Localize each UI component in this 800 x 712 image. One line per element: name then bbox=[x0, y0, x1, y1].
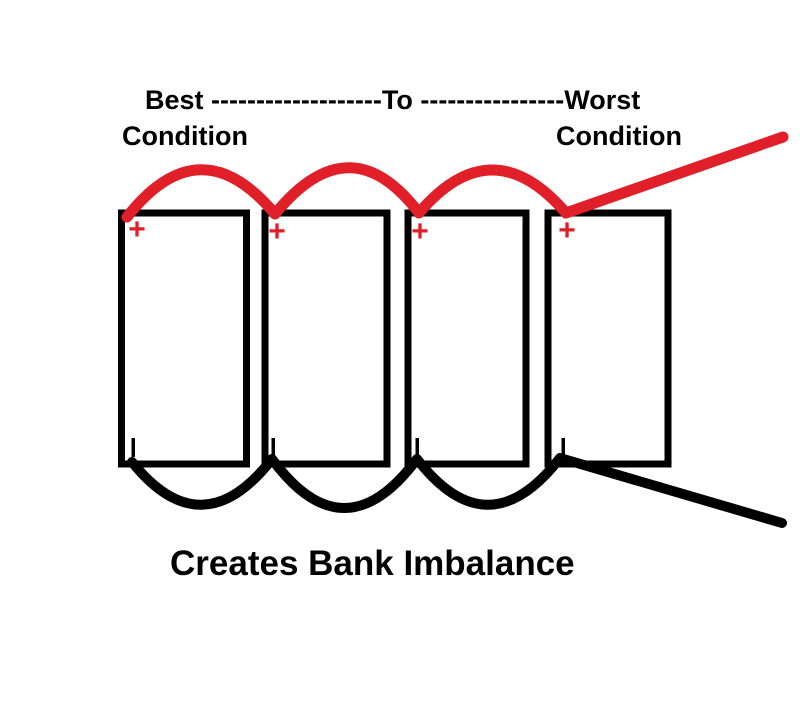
negative-bus-wire bbox=[127, 453, 787, 528]
positive-terminal-label: + bbox=[128, 213, 146, 246]
positive-bus-wire bbox=[121, 131, 789, 223]
positive-terminal-label: + bbox=[268, 215, 286, 248]
battery-1 bbox=[118, 209, 250, 468]
condition-scale-label: Best -------------------To -------------… bbox=[145, 85, 641, 115]
negative-terminal-mark bbox=[271, 438, 275, 457]
negative-terminal-mark bbox=[415, 438, 419, 457]
negative-terminal-mark bbox=[561, 438, 565, 457]
positive-terminal-label: + bbox=[411, 215, 429, 248]
worst-condition-label: Condition bbox=[556, 121, 682, 151]
battery-2 bbox=[261, 209, 391, 468]
negative-terminal-mark bbox=[131, 438, 135, 457]
best-condition-label: Condition bbox=[122, 121, 248, 151]
positive-terminal-label: + bbox=[558, 214, 576, 247]
caption-label: Creates Bank Imbalance bbox=[170, 544, 575, 583]
battery-4 bbox=[544, 209, 672, 468]
battery-3 bbox=[404, 209, 530, 468]
